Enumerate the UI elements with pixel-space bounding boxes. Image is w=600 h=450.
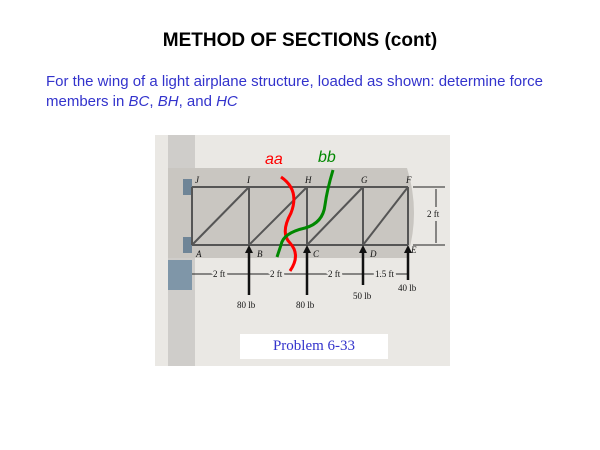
member-hc: HC: [216, 93, 238, 110]
node-a: A: [195, 249, 202, 259]
node-d: D: [369, 249, 377, 259]
node-j: J: [195, 175, 200, 185]
separator: , and: [178, 93, 217, 110]
support-j: [183, 179, 192, 195]
arrowheads: [245, 245, 412, 253]
figure-caption: Problem 6-33: [240, 334, 388, 359]
section-bb-label: bb: [318, 149, 336, 166]
node-e: E: [410, 245, 417, 255]
load-arrows: [247, 251, 410, 295]
dim-bc: 2 ft: [270, 269, 283, 279]
node-b: B: [257, 249, 263, 259]
fuselage-block: [168, 260, 192, 290]
member-bc: BC: [128, 93, 150, 110]
load-e: 40 lb: [398, 283, 417, 293]
dim-de: 1.5 ft: [375, 269, 394, 279]
node-g: G: [361, 175, 368, 185]
slide-title: METHOD OF SECTIONS (cont): [162, 30, 438, 51]
node-f: F: [405, 175, 412, 185]
problem-statement: For the wing of a light airplane structu…: [46, 72, 576, 112]
node-i: I: [246, 175, 251, 185]
section-aa-line: [280, 175, 297, 272]
node-c: C: [313, 249, 320, 259]
truss-figure: J I H G F A B C D E aa bb 2 ft 2 ft 2 ft…: [155, 135, 450, 366]
section-aa-label: aa: [265, 151, 283, 168]
load-b: 80 lb: [237, 300, 256, 310]
load-d: 50 lb: [353, 291, 372, 301]
statement-text: For the wing of a light airplane structu…: [46, 73, 543, 110]
height-dimension: [413, 186, 445, 246]
load-c: 80 lb: [296, 300, 315, 310]
section-bb-line: [275, 169, 335, 258]
dim-height: 2 ft: [427, 209, 440, 219]
truss-diagram: J I H G F A B C D E aa bb 2 ft 2 ft 2 ft…: [168, 135, 445, 366]
node-h: H: [304, 175, 312, 185]
truss-members: [191, 186, 409, 246]
support-a: [183, 237, 192, 253]
member-bh: BH: [157, 93, 179, 110]
dim-cd: 2 ft: [328, 269, 341, 279]
separator: ,: [149, 93, 158, 110]
dim-ab: 2 ft: [213, 269, 226, 279]
